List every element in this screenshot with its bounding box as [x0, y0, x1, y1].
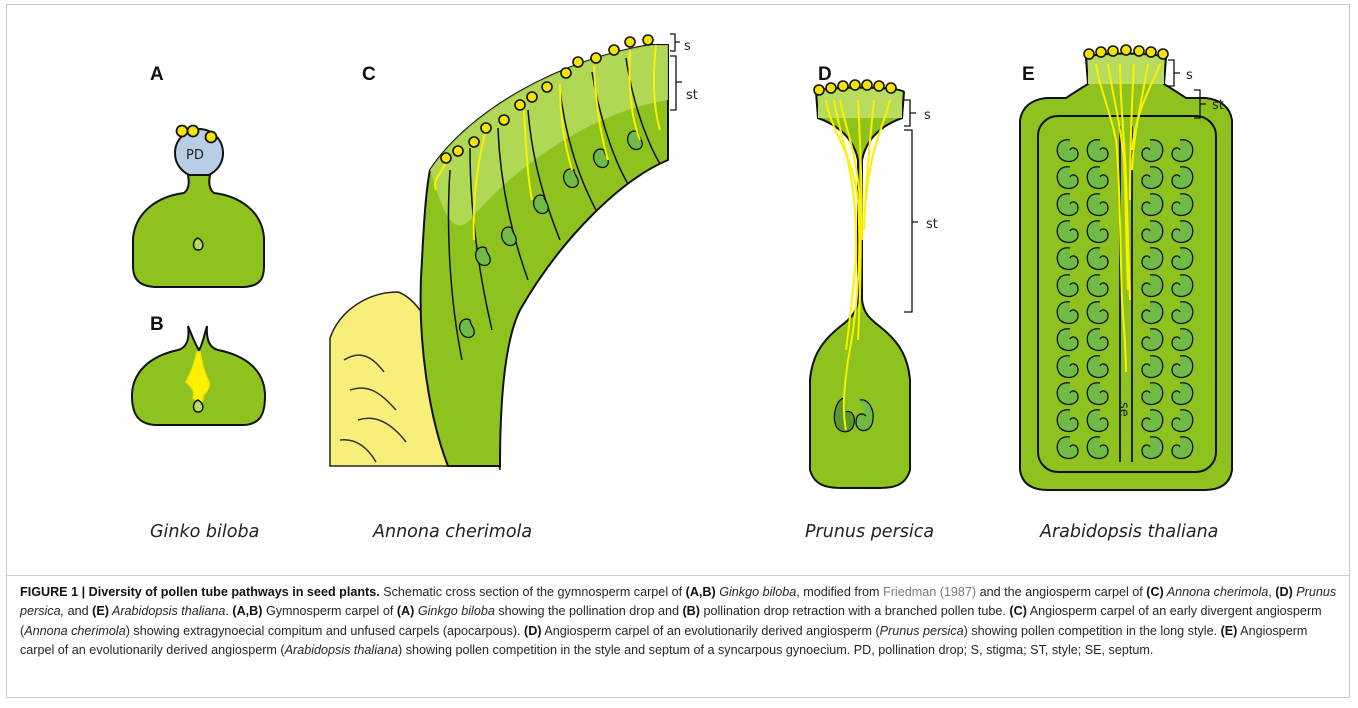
label-se: se: [1116, 402, 1131, 417]
panel-label-e: E: [1022, 64, 1035, 85]
pd-label: PD: [186, 148, 204, 163]
panel-label-b: B: [150, 314, 164, 335]
panel-a: A PD: [133, 64, 264, 287]
bracket-s-e: [1168, 60, 1180, 86]
label-s-d: s: [924, 108, 931, 123]
ovule-b: [194, 400, 203, 412]
species-prunus: Prunus persica: [805, 522, 934, 542]
panel-d: D s st: [810, 64, 938, 488]
figure-illustration: A PD B C: [0, 0, 1358, 575]
label-s-c: s: [684, 39, 691, 54]
bracket-s-d: [904, 100, 916, 126]
species-arabidopsis: Arabidopsis thaliana: [1039, 522, 1218, 542]
species-annona: Annona cherimola: [372, 522, 532, 542]
bracket-st-d: [904, 130, 918, 312]
bracket-s-c: [670, 34, 680, 51]
panel-label-a: A: [150, 64, 164, 85]
bracket-st-c: [670, 56, 682, 110]
ovule-a: [194, 238, 203, 250]
label-st-d: st: [926, 217, 938, 232]
panel-b: B: [132, 314, 265, 425]
ginkgo-ovule-body: [133, 175, 264, 287]
caption-title: FIGURE 1 | Diversity of pollen tube path…: [20, 585, 380, 599]
panel-label-d: D: [818, 64, 832, 85]
label-s-e: s: [1186, 68, 1193, 83]
label-st-e: st: [1212, 98, 1224, 113]
caption-divider: [7, 575, 1350, 576]
species-ginkgo: Ginko biloba: [150, 522, 259, 542]
panel-c: C: [330, 34, 698, 470]
label-st-c: st: [686, 88, 698, 103]
citation-link[interactable]: Friedman (1987): [883, 585, 976, 599]
figure-caption: FIGURE 1 | Diversity of pollen tube path…: [20, 583, 1338, 661]
panel-e: E se s st: [1020, 45, 1232, 490]
panel-label-c: C: [362, 64, 376, 85]
